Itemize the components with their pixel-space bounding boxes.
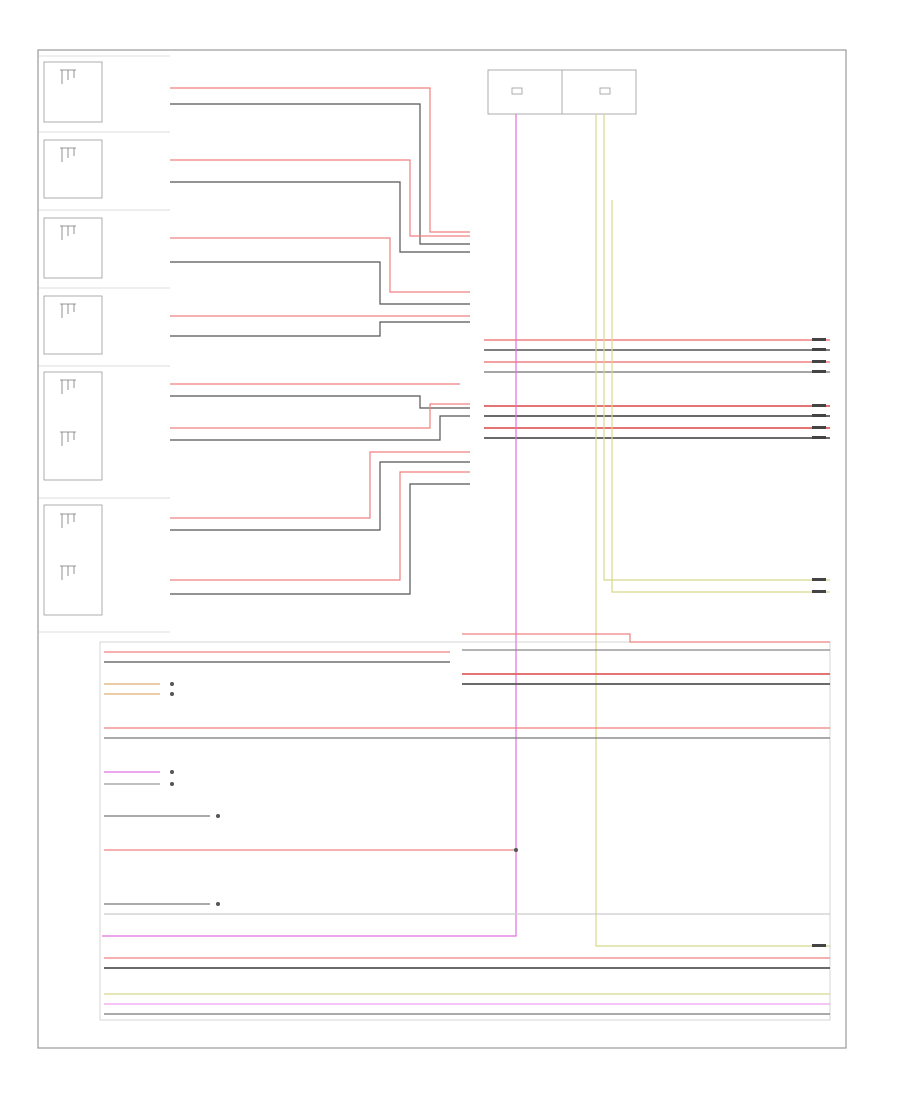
wire-red: [462, 633, 830, 643]
wire-black: [170, 321, 470, 337]
wire-black: [170, 103, 470, 245]
right-connectors: [812, 338, 826, 947]
wire-black: [170, 395, 470, 409]
module-frame: [99, 641, 831, 1021]
wire-yellow: [595, 114, 830, 947]
right-bundle: [484, 339, 830, 439]
wire-red: [170, 471, 470, 581]
lower-wiring: [99, 633, 831, 1021]
wire-black: [170, 261, 470, 305]
component-box: [43, 61, 103, 123]
antenna-icon: [60, 379, 76, 394]
wire-black: [170, 181, 470, 253]
antenna-icon: [60, 431, 76, 446]
component-box: [43, 504, 103, 616]
wire-black: [170, 461, 470, 531]
wire-black: [170, 415, 470, 441]
power-wires: [102, 114, 830, 947]
antenna-components: [43, 61, 103, 616]
component-box: [43, 217, 103, 279]
antenna-icon: [60, 513, 76, 528]
wire-pink: [102, 114, 517, 937]
component-box: [43, 139, 103, 199]
box-headers: [38, 55, 170, 633]
fuse-icon: [511, 87, 523, 95]
antenna-icon: [60, 225, 76, 240]
wire-red: [170, 159, 470, 237]
antenna-icon: [60, 69, 76, 84]
wire-red: [170, 451, 470, 519]
component-box: [43, 371, 103, 481]
antenna-icon: [60, 565, 76, 580]
fuse-icon: [599, 87, 611, 95]
diagram-frame: [37, 49, 847, 1049]
antenna-icons: [60, 69, 76, 580]
connector-dots: [170, 682, 518, 906]
wire-red: [170, 403, 470, 429]
wire-red: [170, 87, 470, 233]
antenna-icon: [60, 303, 76, 318]
antenna-icon: [60, 147, 76, 162]
wire-red: [170, 237, 470, 293]
fuse-box: [487, 69, 637, 115]
wire-black: [170, 483, 470, 595]
wire-harness: [170, 87, 470, 595]
wire-yellow: [611, 200, 830, 593]
component-box: [43, 295, 103, 355]
wire-yellow: [603, 114, 830, 581]
